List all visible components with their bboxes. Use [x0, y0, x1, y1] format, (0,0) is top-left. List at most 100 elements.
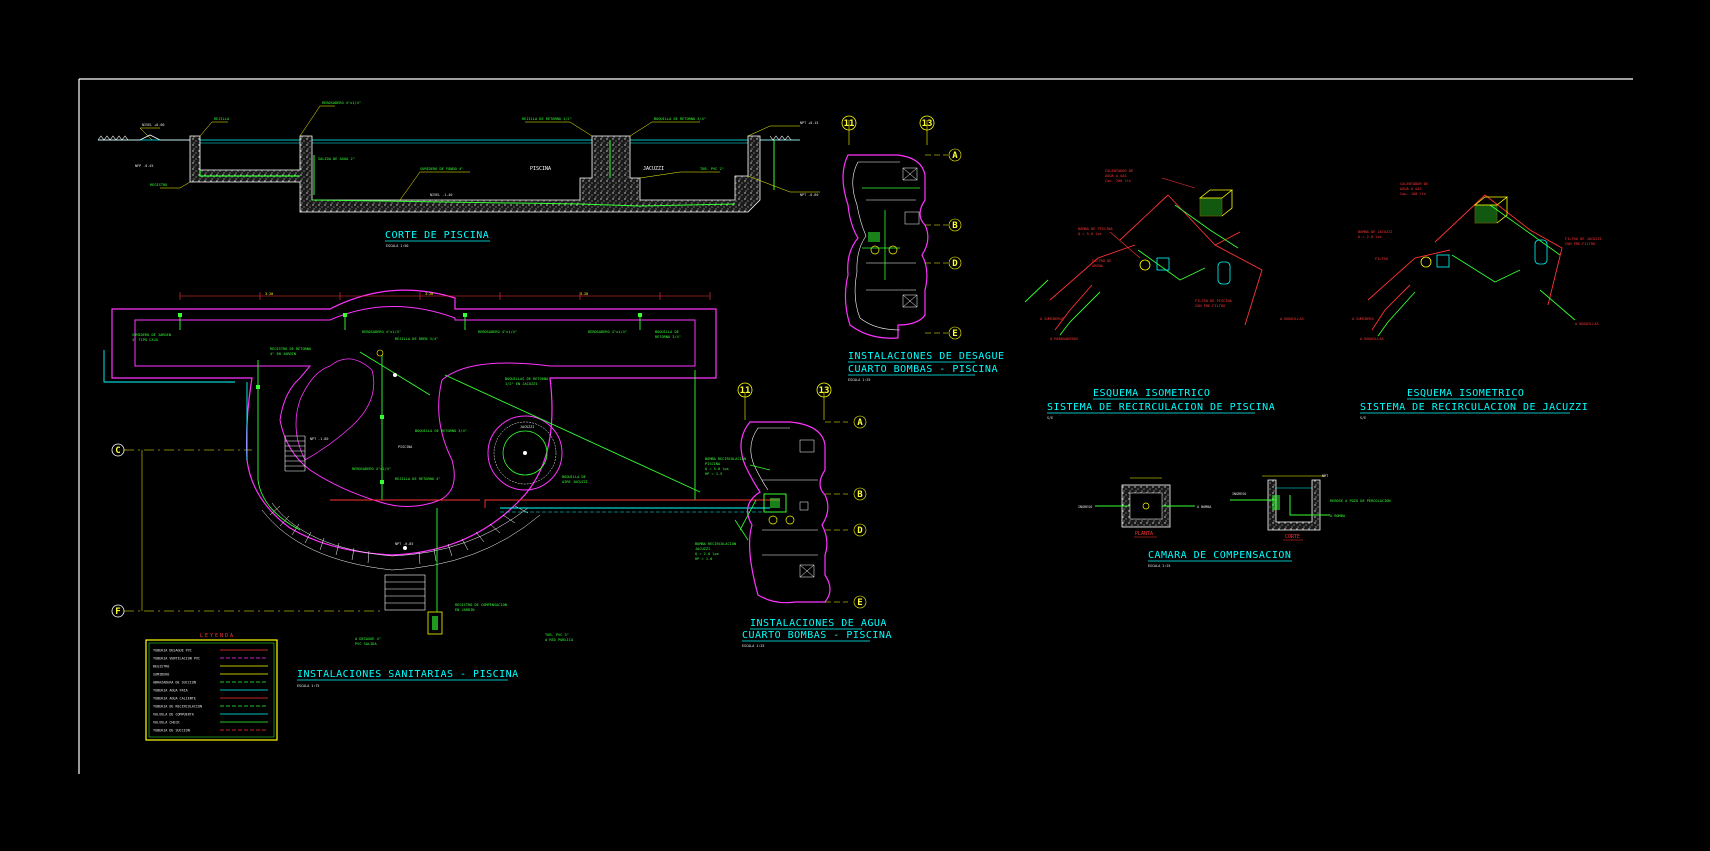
grid-c-label: C: [115, 446, 120, 456]
chamber-scale: ESCALA 1:25: [1148, 564, 1170, 568]
pool-section-label: PISCINA: [530, 166, 551, 172]
svg-text:REJILLA DE RETORNO 1/2": REJILLA DE RETORNO 1/2": [522, 117, 572, 121]
svg-text:REGISTRO: REGISTRO: [150, 183, 167, 187]
svg-text:AGUA A GAS: AGUA A GAS: [1400, 187, 1422, 191]
svg-text:HP = 1.5: HP = 1.5: [705, 472, 722, 476]
pool-plan-drawing: C F: [103, 289, 780, 646]
water-grid-e: E: [857, 598, 862, 608]
svg-text:4" TIPO CAJA: 4" TIPO CAJA: [132, 338, 159, 342]
isometric-jacuzzi-drawing: CALENTADOR DE AGUA A GAS Cap. 100 lts BO…: [1352, 182, 1602, 341]
svg-text:3.20: 3.20: [265, 292, 273, 296]
svg-text:TUB. PVC 2": TUB. PVC 2": [700, 167, 724, 171]
svg-text:A DESAGUE 4": A DESAGUE 4": [355, 637, 381, 641]
svg-text:Cap. 100 lts: Cap. 100 lts: [1400, 192, 1426, 196]
chamber-title: CAMARA DE COMPENSACION: [1148, 550, 1291, 561]
plan-title: INSTALACIONES SANITARIAS - PISCINA: [297, 669, 519, 680]
svg-text:REGISTRO DE COMPENSACION: REGISTRO DE COMPENSACION: [455, 603, 507, 607]
section-title: CORTE DE PISCINA: [385, 230, 489, 241]
svg-text:BOQUILLA DE: BOQUILLA DE: [655, 330, 679, 334]
svg-text:REJILLA DE RETORNO 4": REJILLA DE RETORNO 4": [395, 477, 440, 481]
svg-text:1/2" EN JACUZZI: 1/2" EN JACUZZI: [505, 382, 537, 386]
svg-text:JACUZZI: JACUZZI: [695, 547, 710, 551]
svg-text:BOMBA DE JACUZZI: BOMBA DE JACUZZI: [1358, 230, 1393, 234]
svg-text:Q = 2.0 lps: Q = 2.0 lps: [695, 552, 719, 556]
drain-grid-13: 13: [922, 119, 933, 129]
pool-section-drawing: REBOSADERO 4"x1/4" REJILLA NIVEL +0.00 R…: [97, 101, 820, 213]
jacuzzi-section-label: JACUZZI: [643, 166, 664, 172]
iso-jac-scale: S/E: [1360, 416, 1366, 420]
svg-text:A BOQUILLAS: A BOQUILLAS: [1280, 317, 1304, 321]
legend-row-label: TUBERIA VENTILACION PVC: [153, 657, 200, 661]
water-title-2: CUARTO BOMBAS - PISCINA: [742, 630, 892, 641]
legend-row-label: TUBERIA DE SUCCION: [153, 729, 190, 733]
svg-text:BOQUILLA DE RETORNO 3/4": BOQUILLA DE RETORNO 3/4": [654, 117, 706, 121]
isometric-pool-drawing: CALENTADOR DE AGUA A GAS Cap. 200 lts BO…: [1024, 169, 1304, 341]
svg-text:RETORNO 3/4": RETORNO 3/4": [655, 335, 681, 339]
svg-text:HP = 1.0: HP = 1.0: [695, 557, 712, 561]
svg-text:BOQUILLA DE: BOQUILLA DE: [562, 475, 586, 479]
svg-text:EN JARDIN: EN JARDIN: [455, 608, 474, 612]
svg-text:NIVEL -1.40: NIVEL -1.40: [430, 193, 452, 197]
svg-text:NPT -1.80: NPT -1.80: [310, 437, 328, 441]
water-scale: ESCALA 1:25: [742, 644, 764, 648]
svg-text:REBOSADERO 4"x1/4": REBOSADERO 4"x1/4": [352, 467, 391, 471]
svg-text:REJILLA DE DREN 3/4": REJILLA DE DREN 3/4": [395, 337, 438, 341]
svg-text:ARENA: ARENA: [1092, 264, 1104, 268]
drain-scale: ESCALA 1:25: [848, 378, 870, 382]
svg-text:A BOQUILLAS: A BOQUILLAS: [1575, 322, 1599, 326]
legend-row-label: REGISTRO: [153, 665, 169, 669]
svg-text:TUB. PVC 3": TUB. PVC 3": [545, 633, 569, 637]
drain-grid-d: D: [952, 259, 958, 269]
svg-text:AGUA A GAS: AGUA A GAS: [1105, 174, 1127, 178]
drain-grid-b: B: [952, 221, 958, 231]
svg-text:Cap. 200 lts: Cap. 200 lts: [1105, 179, 1131, 183]
svg-text:3.20: 3.20: [580, 292, 588, 296]
svg-text:AIRE JACUZZI: AIRE JACUZZI: [562, 480, 588, 484]
drain-title-1: INSTALACIONES DE DESAGUE: [848, 351, 1005, 362]
svg-text:NPT -0.60: NPT -0.60: [800, 193, 818, 197]
svg-text:4" EN JARDIN: 4" EN JARDIN: [270, 352, 296, 356]
svg-text:PISCINA: PISCINA: [398, 445, 412, 449]
svg-text:SALIDA DE AGUA 2": SALIDA DE AGUA 2": [318, 157, 355, 161]
water-grid-13: 13: [819, 386, 830, 396]
drain-grid-a: A: [952, 151, 958, 161]
svg-text:Q = 5.0 lps: Q = 5.0 lps: [1078, 232, 1102, 236]
svg-text:REBOSE A POZO DE PERCOLACION: REBOSE A POZO DE PERCOLACION: [1330, 499, 1391, 503]
svg-text:REGISTRO DE RETORNO: REGISTRO DE RETORNO: [270, 347, 311, 351]
water-title-1: INSTALACIONES DE AGUA: [750, 618, 887, 629]
svg-text:REBOSADERO 4"x1/4": REBOSADERO 4"x1/4": [322, 101, 361, 105]
water-grid-d: D: [857, 526, 863, 536]
svg-text:INGRESO: INGRESO: [1078, 505, 1092, 509]
svg-text:A REBOSADEROS: A REBOSADEROS: [1050, 337, 1078, 341]
legend-row-label: TUBERIA AGUA CALIENTE: [153, 697, 196, 701]
drain-grid-e: E: [952, 329, 957, 339]
section-scale: ESCALA 1:50: [386, 244, 408, 248]
svg-text:REBOSADERO 4"x1/4": REBOSADERO 4"x1/4": [588, 330, 627, 334]
legend-row-label: TUBERIA DESAGUE PVC: [153, 649, 192, 653]
drain-room-drawing: 11 13 A B D E: [841, 115, 962, 340]
svg-text:A SUMIDERO: A SUMIDERO: [1352, 317, 1374, 321]
legend-row-label: TUBERIA AGUA FRIA: [153, 689, 188, 693]
iso-pool-title-2: SISTEMA DE RECIRCULACION DE PISCINA: [1047, 402, 1275, 413]
legend-row-label: VALVULA CHECK: [153, 721, 180, 725]
svg-text:FILTRO DE JACUZZI: FILTRO DE JACUZZI: [1565, 237, 1602, 241]
compensation-chamber-drawing: INGRESO A BOMBA PLANTA REBOSE A POZO DE …: [1078, 474, 1391, 541]
water-grid-a: A: [857, 418, 863, 428]
svg-text:BOQUILLA DE RETORNO 3/4": BOQUILLA DE RETORNO 3/4": [415, 429, 467, 433]
svg-text:SUMIDERO DE JARDIN: SUMIDERO DE JARDIN: [132, 333, 171, 337]
svg-text:A RED PUBLICA: A RED PUBLICA: [545, 638, 574, 642]
drain-title-2: CUARTO BOMBAS - PISCINA: [848, 364, 998, 375]
svg-text:NPT -0.85: NPT -0.85: [395, 542, 413, 546]
svg-text:FILTRO: FILTRO: [1375, 257, 1388, 261]
svg-text:REJILLA: REJILLA: [214, 117, 230, 121]
legend-row-label: SUMIDERO: [153, 673, 169, 677]
legend-row-label: TUBERIA DE RECIRCULACION: [153, 705, 202, 709]
svg-text:NFP -0.45: NFP -0.45: [135, 164, 153, 168]
svg-text:NPT +0.15: NPT +0.15: [800, 121, 818, 125]
water-room-drawing: 11 13 A B D E BOMBA RECIRCULACION: [695, 382, 867, 609]
svg-text:BOMBA DE PISCINA: BOMBA DE PISCINA: [1078, 227, 1113, 231]
svg-text:BOMBA RECIRCULACION: BOMBA RECIRCULACION: [705, 457, 746, 461]
chamber-cut-label: CORTE: [1285, 534, 1300, 540]
